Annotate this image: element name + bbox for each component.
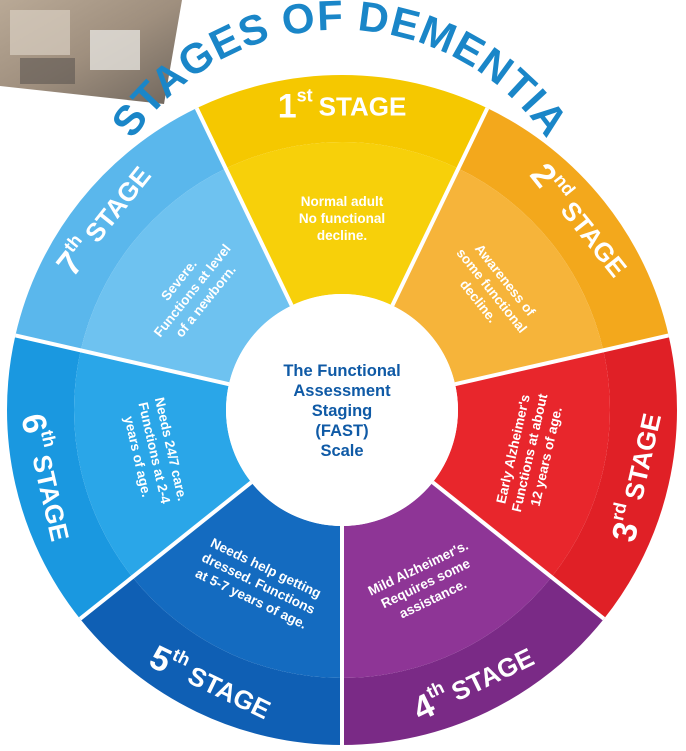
- stage-1-description: Normal adult No functional decline.: [299, 194, 385, 243]
- stage-7-outer-segment: [15, 108, 226, 351]
- center-label-line: Staging: [312, 402, 373, 420]
- stage-6-inner-segment: [73, 350, 252, 578]
- stage-7-inner-segment: [80, 168, 292, 385]
- center-label-line: The Functional: [283, 362, 400, 380]
- stage-5-outer-segment: [80, 577, 342, 745]
- stage-4-suffix: th: [423, 677, 447, 702]
- outer-ring: [6, 75, 677, 745]
- center-label-line: (FAST): [315, 422, 368, 440]
- stage-3-outer-segment: [551, 335, 677, 619]
- segment-divider-1: [194, 107, 294, 307]
- segment-divider-3: [454, 333, 670, 387]
- inner-ring: [73, 142, 610, 678]
- stage-2-inner-segment: [392, 168, 604, 385]
- stage-1-word: STAGE: [319, 92, 407, 122]
- stage-6-outer-segment: [6, 335, 133, 619]
- segment-divider-7: [14, 333, 230, 387]
- stage-1-description-line: decline.: [317, 228, 367, 243]
- center-label-line: Assessment: [293, 382, 391, 400]
- stage-4-inner-segment: [342, 482, 552, 678]
- stage-5-suffix: th: [169, 645, 193, 670]
- stage-2-outer-segment: [458, 108, 669, 351]
- stage-1-description-line: Normal adult: [301, 194, 384, 209]
- segment-dividers: [14, 107, 670, 745]
- stage-1-number: 1: [278, 88, 297, 126]
- stage-3-inner-segment: [432, 350, 610, 578]
- stage-1-suffix: st: [297, 86, 313, 106]
- stage-3-suffix: rd: [607, 501, 631, 523]
- segment-divider-2: [390, 107, 490, 307]
- stage-5-inner-segment: [132, 482, 342, 678]
- photo-thumbnail: [0, 0, 190, 112]
- segment-divider-6: [78, 480, 253, 621]
- segment-divider-4: [431, 480, 606, 621]
- stage-4-outer-segment: [342, 577, 604, 745]
- stage-1-outer-segment: [196, 75, 488, 169]
- center-circle: [226, 294, 458, 526]
- stage-1-label: 1st STAGE: [278, 86, 407, 126]
- center-label-line: Scale: [320, 442, 363, 460]
- stage-6-suffix: th: [37, 428, 60, 449]
- stage-1-inner-segment: [225, 142, 459, 306]
- stage-1-description-line: No functional: [299, 211, 385, 226]
